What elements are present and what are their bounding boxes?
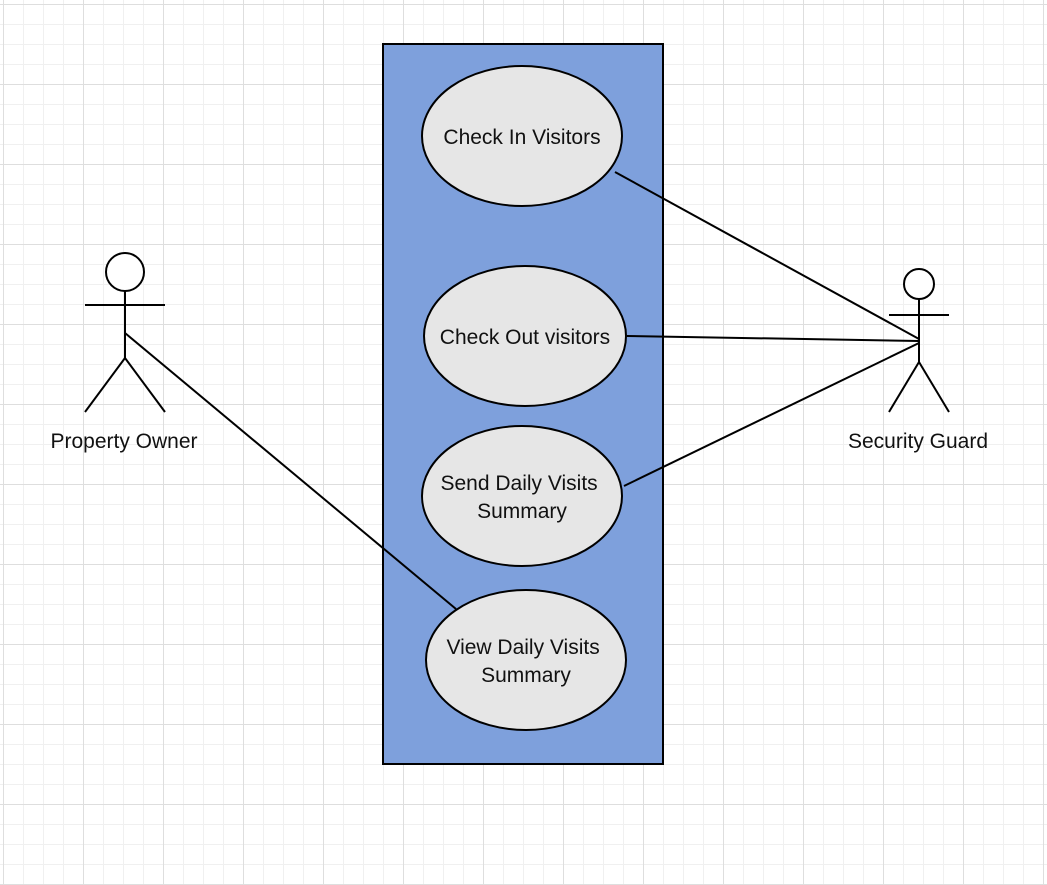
- use-case-check-out[interactable]: Check Out visitors: [423, 265, 627, 407]
- stick-figure-icon: [84, 252, 166, 413]
- use-case-ellipse: [423, 265, 627, 407]
- stick-figure-icon: [888, 268, 950, 413]
- use-case-label-line-2: Summary: [481, 664, 571, 687]
- svg-text:View Daily Visits Summar: View Daily Visits Summary: [446, 636, 605, 687]
- svg-text:Check In Visitors: Check In Visitors: [443, 126, 600, 149]
- use-case-check-in[interactable]: Check In Visitors: [421, 65, 623, 207]
- actor-left-leg: [888, 361, 920, 413]
- actor-right-leg: [124, 357, 166, 413]
- actor-left-leg: [84, 357, 126, 413]
- svg-text:Check Out visitors: Check Out visitors: [440, 326, 610, 349]
- use-case-ellipse: [425, 589, 627, 731]
- actor-head: [903, 268, 935, 300]
- actor-label: Property Owner: [50, 430, 197, 453]
- actor-security-guard[interactable]: Security Guard: [848, 268, 988, 453]
- association-property-owner-view-summary[interactable]: [124, 332, 457, 610]
- use-case-label-line-2: Summary: [477, 500, 567, 523]
- use-case-ellipse: [421, 65, 623, 207]
- actor-label: Security Guard: [848, 430, 988, 453]
- use-case-view-summary[interactable]: View Daily Visits Summary: [425, 589, 627, 731]
- use-case-label: Check In Visitors: [443, 126, 600, 149]
- actor-right-leg: [918, 361, 950, 413]
- use-case-ellipse: [421, 425, 623, 567]
- use-case-label-line-1: View Daily Visits: [446, 636, 599, 659]
- actor-head: [105, 252, 145, 292]
- svg-text:Send Daily Visits Summar: Send Daily Visits Summary: [440, 472, 603, 523]
- use-case-label-line-1: Send Daily Visits: [440, 472, 597, 495]
- association-security-guard-check-out[interactable]: [626, 335, 920, 342]
- association-security-guard-check-in[interactable]: [614, 171, 920, 340]
- use-case-send-summary[interactable]: Send Daily Visits Summary: [421, 425, 623, 567]
- use-case-label: Check Out visitors: [440, 326, 610, 349]
- actor-property-owner[interactable]: Property Owner: [50, 252, 198, 453]
- association-security-guard-send-summary[interactable]: [623, 342, 920, 487]
